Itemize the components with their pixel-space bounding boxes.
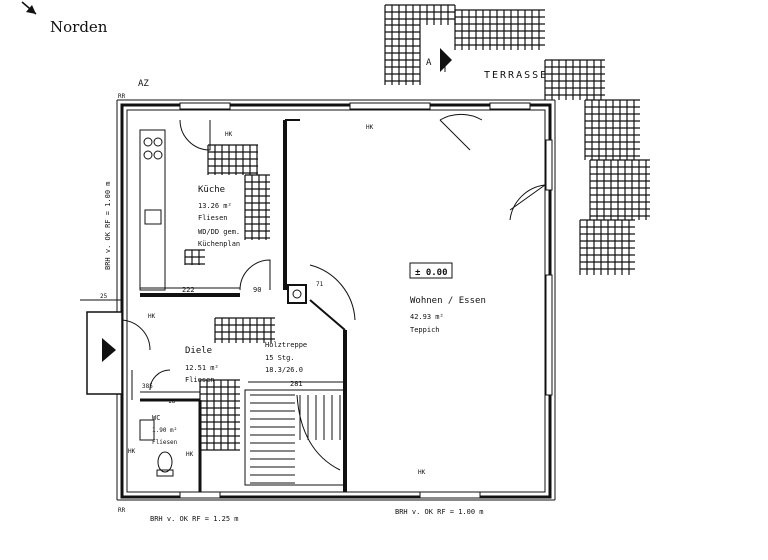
exterior-walls bbox=[116, 99, 556, 501]
living-name: Wohnen / Essen bbox=[410, 296, 486, 306]
dim-90: 90 bbox=[253, 286, 261, 294]
north-label: Norden bbox=[50, 18, 108, 36]
hall-floor: Fliesen bbox=[185, 376, 215, 384]
hk-label: HK bbox=[418, 469, 426, 476]
terrace-paving bbox=[384, 4, 650, 275]
living-area: 42.93 m² bbox=[410, 313, 444, 321]
hk-label: HK bbox=[186, 451, 194, 458]
dim-71: 71 bbox=[316, 281, 324, 288]
kitchen-area: 13.26 m² bbox=[198, 202, 232, 210]
dim-222: 222 bbox=[182, 286, 195, 294]
hall-area: 12.51 m² bbox=[185, 364, 219, 372]
rr-bottom: RR bbox=[118, 507, 126, 514]
dim-18: 18 bbox=[168, 398, 176, 405]
terrace-label: TERRASSE bbox=[484, 70, 548, 81]
kitchen-note1: WD/DD gem. bbox=[198, 228, 240, 236]
kitchen-floor: Fliesen bbox=[198, 214, 228, 222]
sill-note-bottom-right: BRH v. OK RF = 1.00 m bbox=[395, 508, 484, 516]
rr-top: RR bbox=[118, 93, 126, 100]
doors bbox=[149, 113, 546, 391]
section-marker-icon bbox=[440, 48, 452, 72]
hk-label: HK bbox=[225, 131, 233, 138]
holztreppe bbox=[244, 389, 346, 486]
living-floor: Teppich bbox=[410, 326, 440, 334]
hall-floor-tiles bbox=[199, 317, 275, 451]
wc-floor: Fliesen bbox=[152, 439, 178, 446]
entrance-arrow-icon bbox=[102, 338, 116, 362]
dim-25: 25 bbox=[100, 293, 108, 300]
level-label: ± 0.00 bbox=[415, 268, 448, 278]
dim-281: 281 bbox=[290, 380, 303, 388]
wc-name: WC bbox=[152, 414, 160, 422]
wc-fixtures bbox=[139, 419, 174, 477]
level-box bbox=[409, 262, 453, 279]
sill-note-left: BRH v. OK RF = 1.00 m bbox=[104, 181, 112, 270]
north-arrow-icon bbox=[21, 1, 37, 15]
entrance bbox=[86, 311, 151, 395]
hk-label: HK bbox=[128, 448, 136, 455]
interior-walls bbox=[139, 119, 347, 492]
kitchen-name: Küche bbox=[198, 185, 225, 195]
section-marker-label: A bbox=[426, 58, 432, 68]
stairs-name: Holztreppe bbox=[265, 341, 307, 349]
kitchen-floor-tiles bbox=[184, 144, 270, 265]
kitchen-fixtures bbox=[143, 137, 163, 225]
wc-area: 1.90 m² bbox=[152, 427, 177, 434]
hk-label: HK bbox=[366, 124, 374, 131]
dimension-lines bbox=[80, 287, 345, 400]
stairs-steps: 15 Stg. bbox=[265, 354, 295, 362]
az-marker: AZ bbox=[138, 79, 149, 89]
dim-385: 385 bbox=[142, 383, 153, 390]
stairs-ratio: 18.3/26.0 bbox=[265, 366, 303, 374]
kitchen-note2: Küchenplan bbox=[198, 240, 240, 248]
hk-label: HK bbox=[148, 313, 156, 320]
sill-note-bottom-left: BRH v. OK RF = 1.25 m bbox=[150, 515, 239, 523]
hall-name: Diele bbox=[185, 346, 212, 356]
